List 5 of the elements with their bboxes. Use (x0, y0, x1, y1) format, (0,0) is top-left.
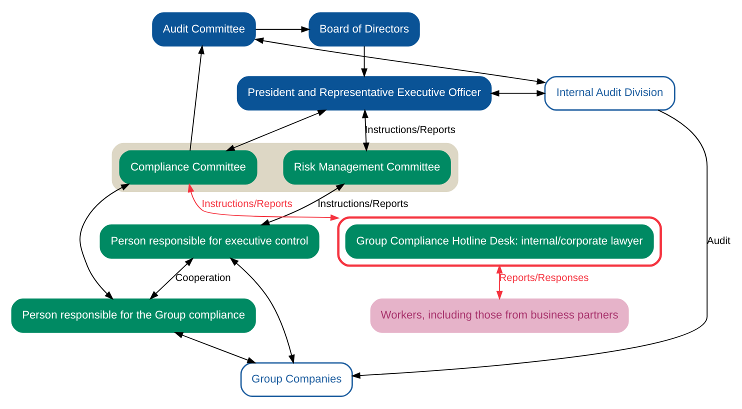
edge-label: Instructions/Reports (318, 199, 408, 210)
edge-label: Reports/Responses (499, 273, 589, 284)
edge-label: Instructions/Reports (202, 199, 292, 210)
edge-label: Audit (707, 236, 730, 248)
edge-label: Cooperation (175, 273, 231, 284)
